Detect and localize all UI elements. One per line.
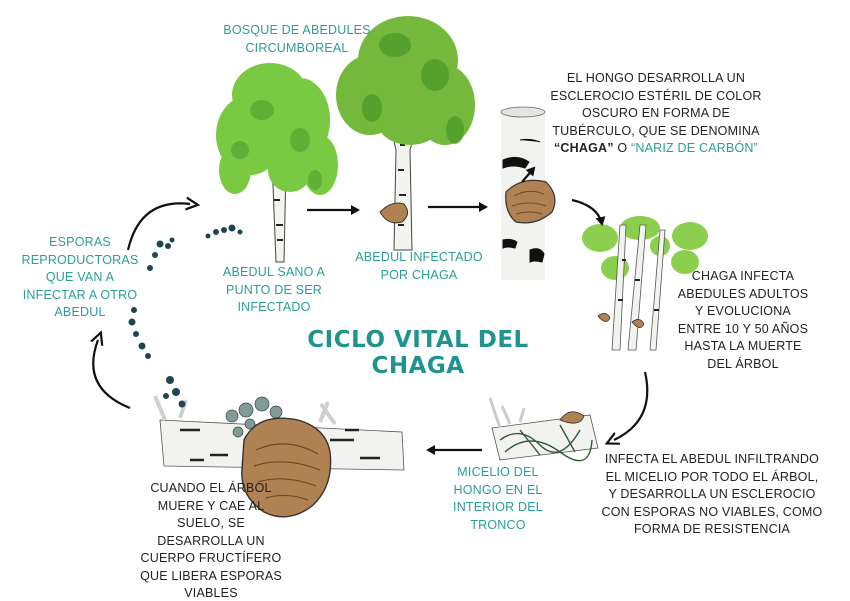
forest-label: BOSQUE DE ABEDULES CIRCUMBOREAL [223,23,371,55]
diagram-title: CICLO VITAL DEL CHAGA [307,327,529,379]
mycelium-trunk-label: MICELIO DEL HONGO EN EL INTERIOR DEL TRO… [453,465,543,532]
healthy-birch-tree [216,63,338,263]
carbon-nose-term: “NARIZ DE CARBÓN” [631,141,759,155]
chaga-trunk-closeup [500,106,556,280]
infects-adults-label: CHAGA INFECTA ABEDULES ADULTOS Y EVOLUCI… [677,269,809,371]
chaga-term: “CHAGA” [553,141,614,155]
fruiting-body-label: CUANDO EL ÁRBOL MUERE Y CAE AL SUELO, SE… [140,481,282,600]
healthy-birch-label: ABEDUL SANO A PUNTO DE SER INFECTADO [222,265,326,314]
infected-birch-tree [336,16,475,251]
sclerotium-conjunction: O [613,141,631,155]
spores-label: ESPORAS REPRODUCTORAS QUE VAN A INFECTAR… [21,235,139,319]
mycelium-spread-label: INFECTA EL ABEDUL INFILTRANDO EL MICELIO… [601,452,823,536]
sclerotium-label: EL HONGO DESARROLLA UN ESCLEROCIO ESTÉRI… [550,70,762,158]
sclerotium-text: EL HONGO DESARROLLA UN ESCLEROCIO ESTÉRI… [550,71,762,138]
spore-trail [128,224,243,408]
adult-birch-grove [582,216,708,351]
mycelium-trunk [488,397,599,462]
fallen-log [153,395,405,518]
cycle-arrows [93,166,649,455]
infected-birch-label: ABEDUL INFECTADO POR CHAGA [355,250,483,282]
